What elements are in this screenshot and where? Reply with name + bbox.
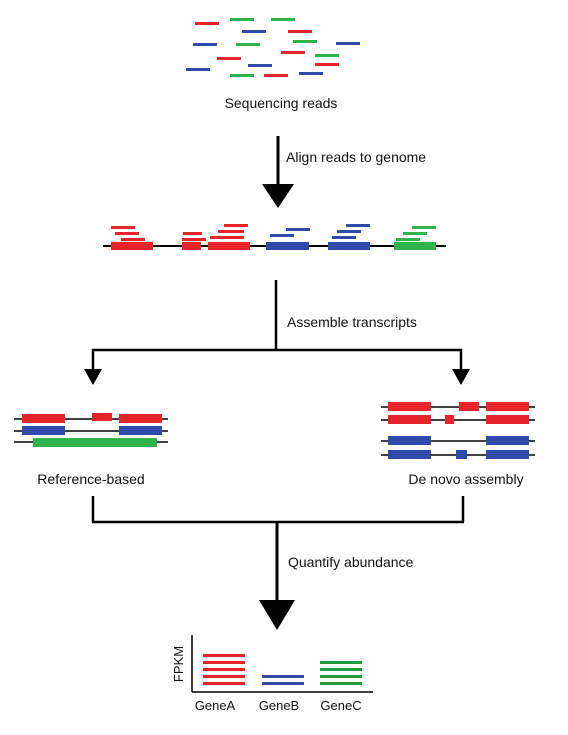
- genea-label: GeneA: [195, 698, 236, 713]
- read-segment: [337, 230, 361, 233]
- read-segment: [92, 413, 112, 421]
- reference-based-transcripts: [14, 413, 168, 447]
- read-segment: [315, 63, 339, 66]
- read-segment: [264, 74, 288, 77]
- read-segment: [486, 402, 529, 411]
- read-segment: [119, 426, 162, 435]
- read-segment: [111, 242, 153, 250]
- read-segment: [230, 18, 254, 21]
- read-segment: [111, 226, 135, 229]
- read-segment: [119, 414, 162, 423]
- read-segment: [388, 415, 431, 424]
- quantify-abundance-label: Quantify abundance: [288, 554, 414, 570]
- genome-alignment: [103, 224, 446, 250]
- read-segment: [332, 236, 356, 239]
- read-segment: [224, 224, 248, 227]
- read-segment: [328, 242, 370, 250]
- read-segment: [182, 242, 201, 250]
- read-segment: [412, 226, 436, 229]
- read-segment: [22, 414, 65, 423]
- read-segment: [271, 18, 295, 21]
- read-segment: [445, 415, 454, 424]
- read-segment: [486, 415, 529, 424]
- read-segment: [248, 64, 272, 67]
- de-novo-label: De novo assembly: [408, 471, 523, 487]
- read-segment: [293, 40, 317, 43]
- read-segment: [320, 675, 362, 678]
- read-segment: [218, 230, 244, 233]
- geneb-bars: [262, 675, 304, 685]
- read-segment: [346, 224, 370, 227]
- align-reads-label: Align reads to genome: [286, 149, 426, 165]
- read-segment: [266, 242, 309, 250]
- read-segment: [242, 30, 266, 33]
- read-segment: [230, 74, 254, 77]
- read-segment: [203, 682, 245, 685]
- read-segment: [456, 450, 467, 459]
- sequencing-reads-cluster: [186, 18, 360, 77]
- genec-bars: [320, 661, 362, 685]
- read-segment: [388, 402, 431, 411]
- read-segment: [320, 668, 362, 671]
- read-segment: [210, 236, 244, 239]
- read-segment: [281, 51, 305, 54]
- read-segment: [22, 426, 65, 435]
- read-segment: [486, 450, 529, 459]
- read-segment: [270, 234, 294, 237]
- quantify-arrow: [91, 496, 465, 630]
- reference-based-label: Reference-based: [37, 471, 144, 487]
- read-segment: [208, 242, 250, 250]
- sequencing-reads-label: Sequencing reads: [225, 95, 338, 111]
- fpkm-chart: FPKM GeneA GeneB GeneC: [171, 635, 373, 713]
- read-segment: [315, 54, 339, 57]
- assemble-branch-lines: [84, 280, 470, 385]
- read-segment: [33, 438, 157, 447]
- read-segment: [403, 232, 427, 235]
- genec-label: GeneC: [320, 698, 361, 713]
- fpkm-axis-label: FPKM: [171, 646, 186, 682]
- read-segment: [193, 43, 217, 46]
- read-segment: [203, 661, 245, 664]
- read-segment: [182, 238, 206, 241]
- read-segment: [288, 30, 312, 33]
- read-segment: [394, 242, 436, 250]
- read-segment: [388, 450, 431, 459]
- read-segment: [203, 675, 245, 678]
- read-segment: [262, 682, 304, 685]
- read-segment: [286, 228, 310, 231]
- read-segment: [186, 68, 210, 71]
- read-segment: [203, 654, 245, 657]
- read-segment: [217, 57, 241, 60]
- de-novo-transcripts: [381, 402, 535, 459]
- genea-bars: [203, 654, 245, 685]
- read-segment: [299, 72, 323, 75]
- align-arrow: [262, 136, 294, 208]
- read-segment: [236, 43, 260, 46]
- read-segment: [195, 22, 219, 25]
- read-segment: [396, 238, 420, 241]
- read-segment: [388, 436, 431, 445]
- geneb-label: GeneB: [259, 698, 299, 713]
- read-segment: [320, 682, 362, 685]
- read-segment: [262, 675, 304, 678]
- read-segment: [183, 232, 202, 235]
- read-segment: [336, 42, 360, 45]
- read-segment: [203, 668, 245, 671]
- read-segment: [320, 661, 362, 664]
- read-segment: [486, 436, 529, 445]
- read-segment: [121, 238, 145, 241]
- read-segment: [459, 402, 479, 411]
- read-segment: [115, 232, 139, 235]
- assemble-transcripts-label: Assemble transcripts: [287, 314, 417, 330]
